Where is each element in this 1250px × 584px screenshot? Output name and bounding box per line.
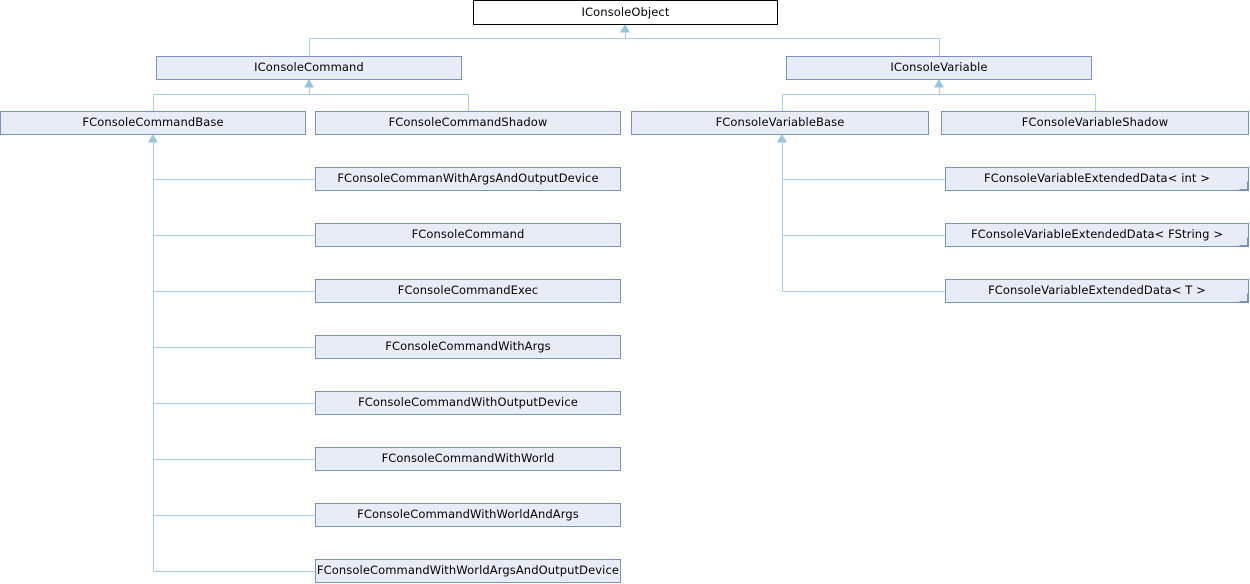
class-node-fconsolecommand[interactable]: FConsoleCommand [315,223,621,247]
class-node-label: FConsoleCommandShadow [388,115,548,130]
class-node-label: FConsoleCommandWithWorld [381,451,555,466]
class-node-fconsolecommandwithoutputdevice[interactable]: FConsoleCommandWithOutputDevice [315,391,621,415]
class-node-label: FConsoleCommandBase [82,115,224,130]
class-node-label: IConsoleCommand [254,60,364,75]
class-node-fconsolecommandwithworld[interactable]: FConsoleCommandWithWorld [315,447,621,471]
class-node-label: IConsoleVariable [890,60,988,75]
class-node-fconsolecommanwithargsandoutputdevice[interactable]: FConsoleCommanWithArgsAndOutputDevice [315,167,621,191]
class-node-label: FConsoleCommandWithWorldAndArgs [357,507,579,522]
class-node-label: FConsoleVariableExtendedData< FString > [970,227,1224,242]
class-node-fconsolevariableextendeddata-fstring[interactable]: FConsoleVariableExtendedData< FString > [945,223,1249,247]
class-node-fconsolevariableshadow[interactable]: FConsoleVariableShadow [941,111,1249,135]
class-node-fconsolecommandexec[interactable]: FConsoleCommandExec [315,279,621,303]
inheritance-arrow-fconsolevariablebase [777,133,787,143]
class-node-label: FConsoleVariableExtendedData< T > [988,283,1206,298]
class-node-fconsolevariablebase[interactable]: FConsoleVariableBase [631,111,929,135]
class-node-iconsolecommand[interactable]: IConsoleCommand [156,56,462,80]
class-node-fconsolecommandwithworldargsandoutputdevice[interactable]: FConsoleCommandWithWorldArgsAndOutputDev… [315,559,621,583]
class-node-label: FConsoleCommandWithOutputDevice [358,395,578,410]
class-node-label: IConsoleObject [581,4,670,19]
class-node-fconsolecommandwithworldandargs[interactable]: FConsoleCommandWithWorldAndArgs [315,503,621,527]
template-fold-corner-icon [1239,181,1248,190]
class-node-label: FConsoleVariableBase [715,115,845,130]
class-node-fconsolecommandshadow[interactable]: FConsoleCommandShadow [315,111,621,135]
class-node-label: FConsoleCommandWithArgs [385,339,551,354]
class-node-label: FConsoleCommand [411,227,525,242]
template-fold-corner-icon [1239,237,1248,246]
class-node-label: FConsoleVariableShadow [1021,115,1169,130]
inheritance-arrow-fconsolecommandbase [148,133,158,143]
class-node-label: FConsoleCommandExec [397,283,539,298]
inheritance-arrow-iconsolevariable [934,78,944,88]
class-node-iconsolevariable[interactable]: IConsoleVariable [786,56,1092,80]
class-node-label: FConsoleVariableExtendedData< int > [984,171,1210,186]
class-node-fconsolevariableextendeddata-int[interactable]: FConsoleVariableExtendedData< int > [945,167,1249,191]
inheritance-arrow-iconsolecommand [304,78,314,88]
class-node-fconsolevariableextendeddata-t[interactable]: FConsoleVariableExtendedData< T > [945,279,1249,303]
class-node-fconsolecommandbase[interactable]: FConsoleCommandBase [0,111,306,135]
class-node-iconsoleobject[interactable]: IConsoleObject [473,0,778,25]
class-node-fconsolecommandwithargs[interactable]: FConsoleCommandWithArgs [315,335,621,359]
class-node-label: FConsoleCommanWithArgsAndOutputDevice [337,171,599,186]
class-node-label: FConsoleCommandWithWorldArgsAndOutputDev… [316,563,620,578]
template-fold-corner-icon [1239,293,1248,302]
inheritance-arrow-root [620,23,630,33]
